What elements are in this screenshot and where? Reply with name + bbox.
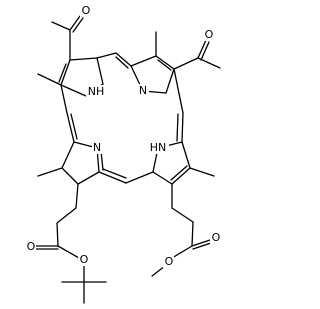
atom-label-o-right-acetyl: O [205, 28, 214, 41]
atom-labels: NH N N HN O O O O O O [25, 4, 221, 268]
molecule-diagram: NH N N HN O O O O O O [25, 4, 221, 304]
atom-label-nh-top-left: NH [88, 85, 105, 98]
atom-label-o-left-ester-ether: O [80, 253, 89, 266]
atom-label-o-left-acetyl: O [82, 4, 91, 17]
atom-label-n-top-right: N [139, 84, 147, 97]
atom-label-hn-bottom-right: HN [150, 141, 167, 154]
atom-label-o-right-ester-carbonyl: O [212, 231, 221, 244]
atom-label-o-right-ester-ether: O [165, 255, 174, 268]
atom-label-n-bottom-left: N [93, 141, 101, 154]
atom-label-o-left-ester-carbonyl: O [27, 240, 36, 253]
macrocycle-bonds [58, 52, 191, 185]
substituent-bonds [35, 15, 221, 304]
structure-drawing: NH N N HN O O O O O O [25, 4, 221, 304]
